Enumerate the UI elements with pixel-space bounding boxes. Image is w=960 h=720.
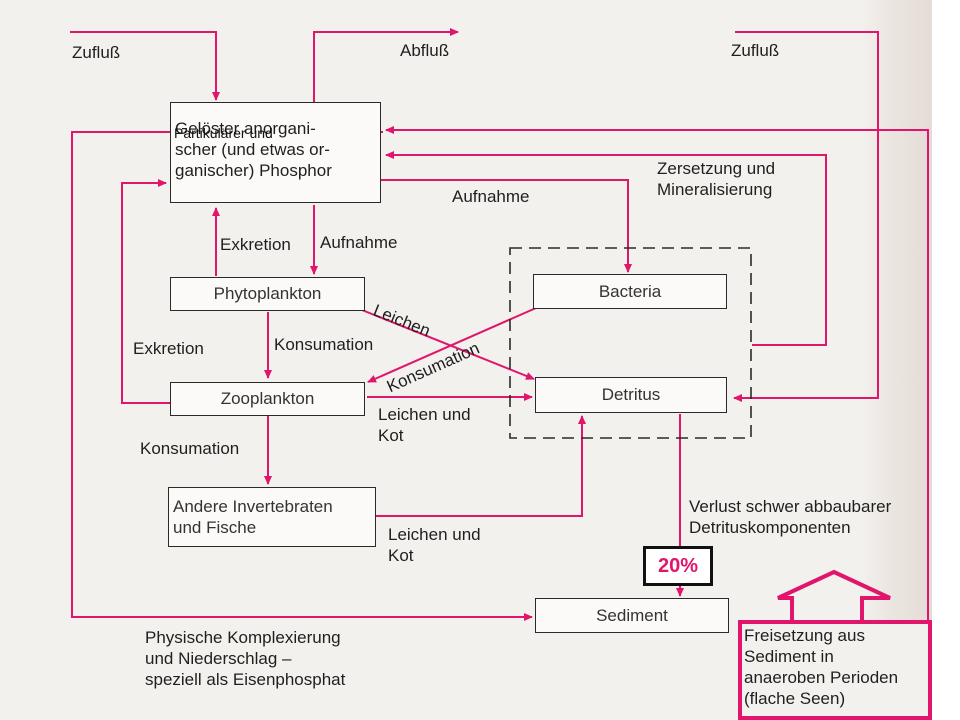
invertebrates-fish-box: Andere Invertebraten und Fische	[168, 487, 376, 547]
freisetzung-up-arrow	[777, 569, 891, 620]
zooplankton-box: Zooplankton	[170, 382, 365, 416]
microbial-group-dashed-frame	[509, 247, 752, 439]
label-verlust: Verlust schwer abbaubarer Detrituskompon…	[689, 497, 892, 537]
label-leichen-kot-zoo: Leichen und Kot	[378, 405, 471, 445]
label-abfluss: Abfluß	[400, 41, 450, 60]
label-leichen-kot-invert: Leichen und Kot	[388, 525, 481, 565]
sediment-release-box	[738, 620, 932, 720]
arrow-aufnahme-bacteria	[381, 179, 632, 273]
sediment-release-text: Freisetzung aus Sediment in anaeroben Pe…	[744, 626, 899, 708]
label-zersetzung: Zersetzung und Mineralisierung	[657, 159, 776, 199]
bacteria-box: Bacteria	[533, 274, 727, 309]
label-konsumation-low: Konsumation	[140, 439, 240, 458]
label-zufluss-left: Zufluß	[72, 43, 121, 62]
arrow-leichen-invert-detritus	[375, 415, 586, 517]
label-aufnahme-mid: Aufnahme	[320, 233, 398, 252]
phosphorus-overlay-text: Partikulärer und	[174, 125, 273, 141]
loss-percentage-callout: 20%	[643, 546, 713, 586]
paper-background	[0, 0, 932, 720]
label-aufnahme-top: Aufnahme	[452, 187, 530, 206]
dissolved-phosphorus-box	[170, 102, 381, 203]
arrow-zufluss-left	[70, 31, 220, 101]
detritus-box: Detritus	[535, 377, 727, 413]
dissolved-phosphorus-text: Gelöster anorgani- scher (und etwas or- …	[175, 119, 332, 180]
arrow-zufluss-right	[733, 31, 879, 402]
arrow-konsumation-bacteria-zoo	[367, 307, 537, 383]
arrow-zersetzung	[385, 151, 827, 346]
arrow-exkretion-zoo	[121, 179, 170, 404]
label-zufluss-right: Zufluß	[731, 41, 780, 60]
label-exkretion-top: Exkretion	[220, 235, 291, 254]
arrow-leichen-phyto-detritus	[361, 309, 535, 380]
arrow-abfluss	[313, 28, 459, 102]
label-exkretion-left: Exkretion	[133, 339, 204, 358]
phytoplankton-box: Phytoplankton	[170, 277, 365, 311]
arrow-freisetzung-return	[385, 126, 929, 620]
label-konsumation-mid: Konsumation	[274, 335, 374, 354]
label-physische-komplexierung: Physische Komplexierung und Niederschlag…	[145, 628, 346, 689]
sediment-box: Sediment	[535, 598, 729, 633]
